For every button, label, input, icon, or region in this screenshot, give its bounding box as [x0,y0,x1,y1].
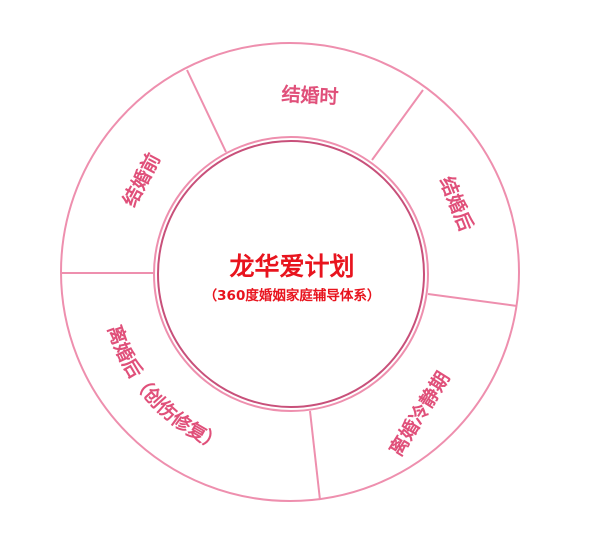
divider-before-at [186,69,227,153]
inner-ring-inner-line [157,140,425,408]
divider-at-after [371,89,424,161]
inner-ring-outer-line [153,136,429,412]
segment-label-after-marriage: 结婚后 [435,173,478,234]
center-title: 龙华爱计划 [229,252,354,281]
divider-cooling-afterdivorce [309,410,321,501]
segment-label-at-marriage: 结婚时 [281,83,339,109]
segment-label-before-marriage: 结婚前 [118,149,165,210]
segment-label-divorce-cooling-period: 离婚冷静期 [385,367,455,460]
center-subtitle: （360度婚姻家庭辅导体系） [204,287,381,304]
divider-after-cooling [427,293,518,307]
